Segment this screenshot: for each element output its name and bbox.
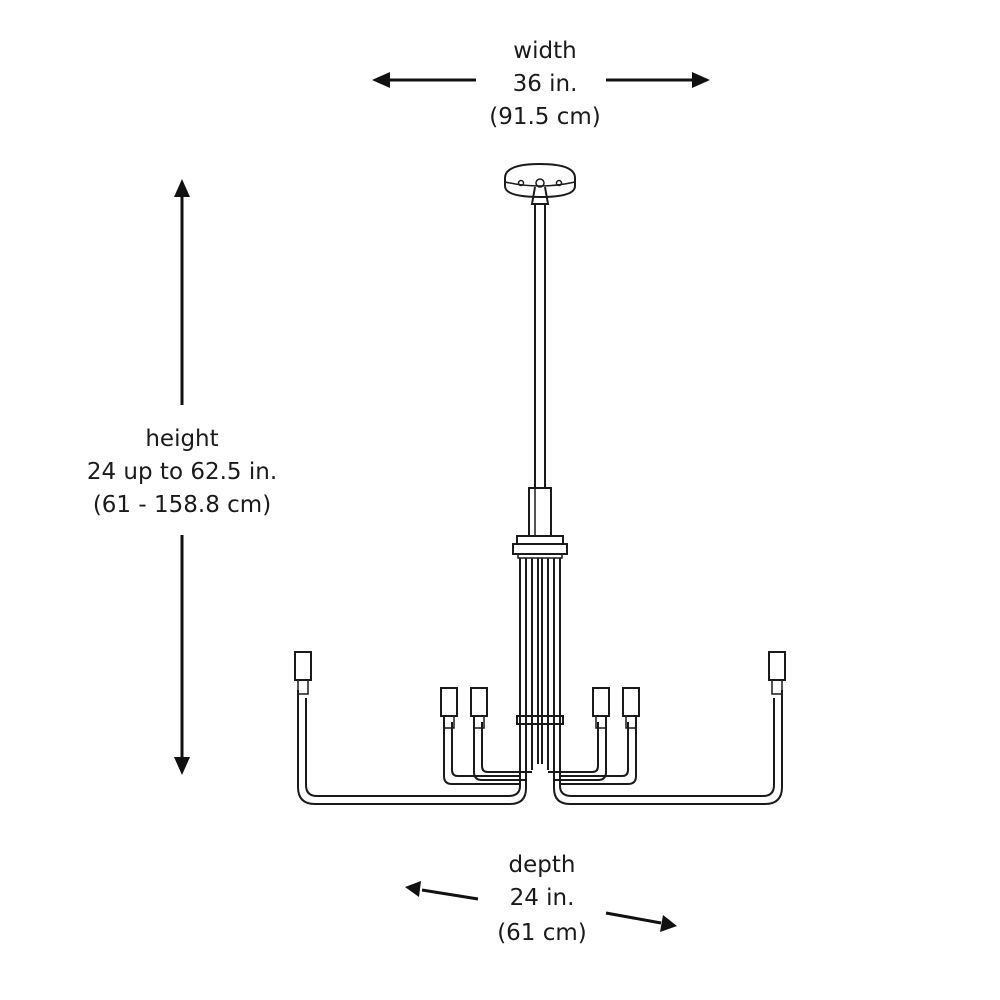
right-outer-arm bbox=[553, 651, 786, 805]
depth-label: depth bbox=[509, 852, 576, 878]
width-metric: (91.5 cm) bbox=[489, 104, 601, 130]
height-metric: (61 - 158.8 cm) bbox=[93, 492, 271, 518]
height-imperial: 24 up to 62.5 in. bbox=[87, 459, 277, 485]
center-hub bbox=[512, 535, 568, 559]
chandelier-drawing bbox=[294, 162, 786, 805]
down-rod bbox=[534, 204, 546, 488]
left-outer-arm bbox=[294, 651, 527, 805]
width-imperial: 36 in. bbox=[513, 71, 578, 97]
left-inner-arm-2 bbox=[470, 687, 532, 781]
depth-imperial: 24 in. bbox=[510, 885, 575, 911]
depth-dimension: depth 24 in. (61 cm) bbox=[405, 852, 677, 946]
right-inner-arm-1 bbox=[548, 687, 610, 781]
rod-sleeve bbox=[528, 487, 552, 537]
width-arrow-left-head bbox=[372, 72, 390, 88]
ceiling-canopy bbox=[504, 162, 576, 205]
right-inner-arm-2 bbox=[560, 687, 640, 785]
depth-arrow-left-line bbox=[421, 888, 479, 901]
depth-arrow-right-line bbox=[605, 911, 662, 925]
width-arrow-right-head bbox=[692, 72, 710, 88]
width-dimension: width 36 in. (91.5 cm) bbox=[372, 38, 710, 130]
height-label: height bbox=[145, 426, 218, 452]
height-arrow-bottom-head bbox=[174, 757, 190, 775]
depth-arrow-right-head bbox=[660, 915, 677, 932]
height-dimension: height 24 up to 62.5 in. (61 - 158.8 cm) bbox=[87, 179, 277, 775]
width-label: width bbox=[513, 38, 576, 64]
center-stems bbox=[516, 558, 564, 780]
depth-metric: (61 cm) bbox=[497, 920, 587, 946]
depth-arrow-left-head bbox=[405, 881, 421, 897]
height-arrow-top-head bbox=[174, 179, 190, 197]
left-inner-arm-1 bbox=[440, 687, 520, 785]
